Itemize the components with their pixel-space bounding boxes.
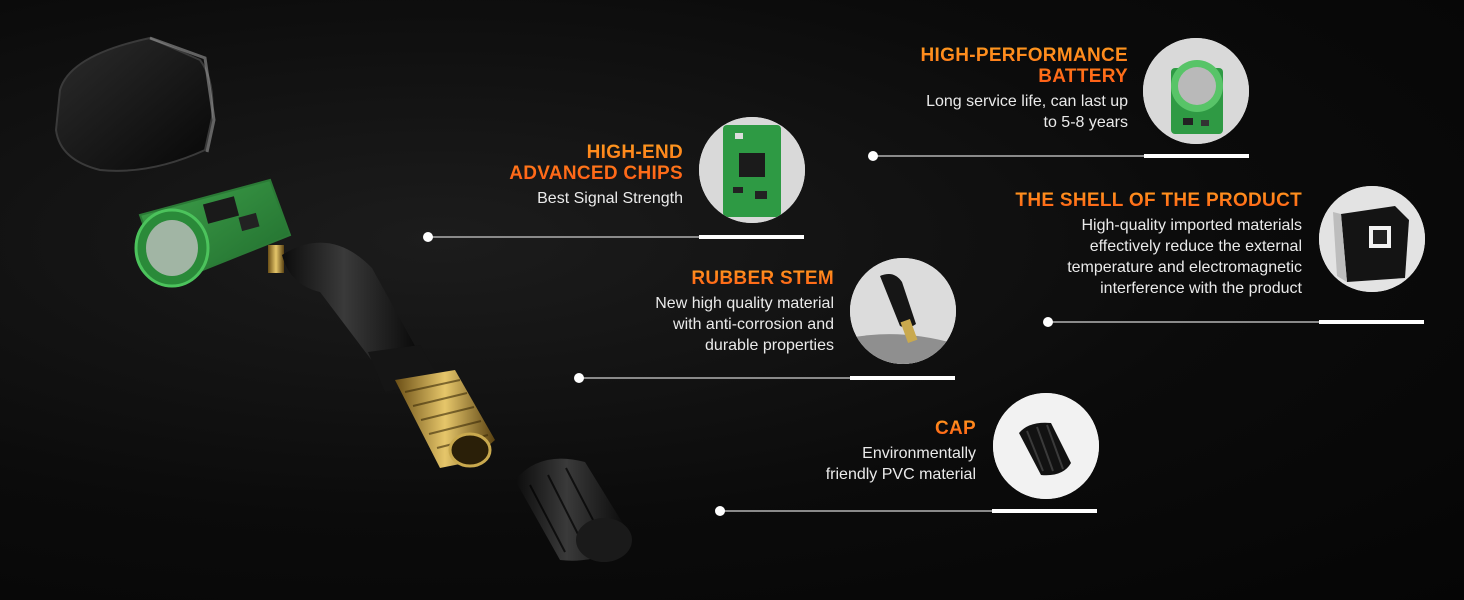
feature-stem: RUBBER STEM New high quality material wi… — [655, 268, 834, 356]
tpms-sensor-exploded-view — [54, 36, 632, 562]
shell-leader-line — [1043, 317, 1424, 327]
chips-leader-line — [423, 232, 804, 242]
chip-icon — [699, 117, 805, 223]
valve-cap — [515, 458, 632, 562]
cap-leader-line — [715, 506, 1097, 516]
brass-thread — [395, 370, 495, 468]
feature-shell-desc: High-quality imported materials effectiv… — [1067, 217, 1302, 297]
feature-cap-title: CAP — [826, 418, 976, 439]
feature-cap: CAP Environmentally friendly PVC materia… — [826, 418, 976, 485]
sensor-shell — [54, 36, 216, 172]
feature-chips-title: HIGH-END ADVANCED CHIPS — [509, 142, 683, 184]
feature-battery: HIGH-PERFORMANCE BATTERY Long service li… — [921, 45, 1128, 133]
feature-cap-desc: Environmentally friendly PVC material — [825, 445, 976, 483]
rubber-stem — [282, 242, 440, 392]
battery-leader-line — [868, 151, 1249, 161]
sensor-pcb — [134, 178, 292, 288]
feature-stem-desc: New high quality material with anti-corr… — [655, 295, 834, 354]
brass-pin — [268, 245, 284, 273]
feature-stem-title: RUBBER STEM — [655, 268, 834, 289]
feature-chips-desc: Best Signal Strength — [537, 190, 683, 207]
shell-icon — [1319, 186, 1425, 292]
feature-battery-title: HIGH-PERFORMANCE BATTERY — [920, 45, 1128, 87]
feature-battery-desc: Long service life, can last up to 5-8 ye… — [926, 93, 1128, 131]
rubber-stem-icon — [850, 258, 956, 364]
feature-shell: THE SHELL OF THE PRODUCT High-quality im… — [1015, 190, 1302, 299]
feature-shell-title: THE SHELL OF THE PRODUCT — [1015, 190, 1302, 211]
cap-icon — [993, 393, 1099, 499]
battery-icon — [1143, 38, 1249, 144]
feature-chips: HIGH-END ADVANCED CHIPS Best Signal Stre… — [509, 142, 683, 209]
stem-leader-line — [574, 373, 955, 383]
